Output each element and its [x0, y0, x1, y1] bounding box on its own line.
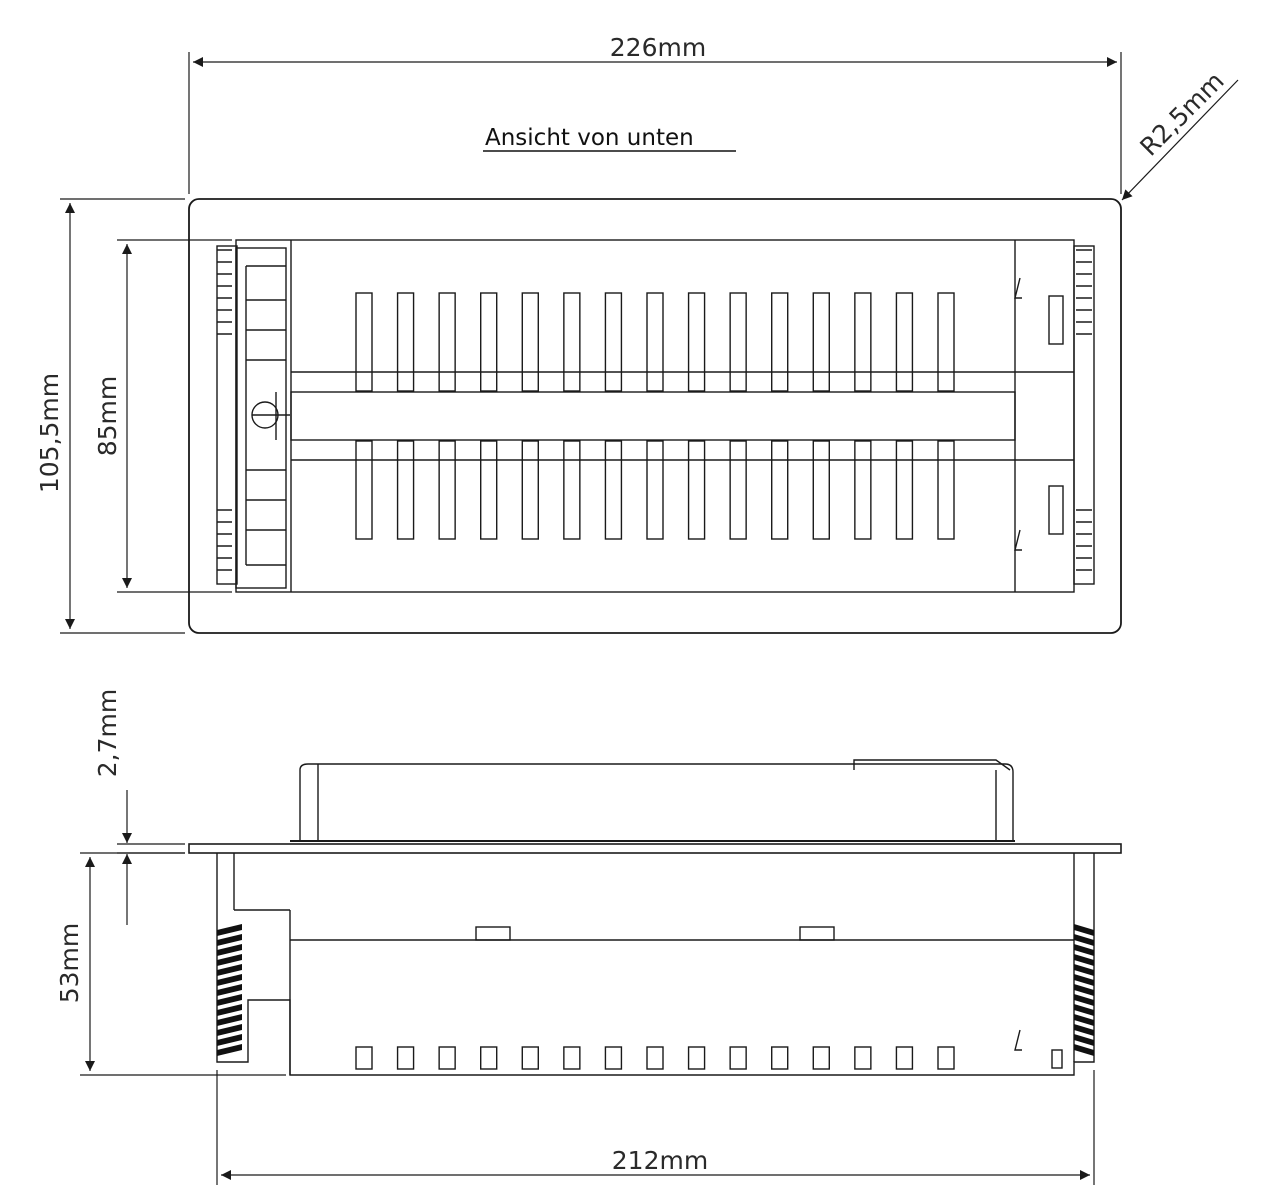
grille-slot-upper: [854, 292, 872, 392]
side-clip-hatching: [217, 924, 1094, 1056]
side-slot: [854, 1046, 872, 1070]
side-slots: [355, 1046, 955, 1070]
dim-53-label: 53mm: [55, 923, 84, 1004]
grille-slot-upper: [604, 292, 623, 392]
grille-slot-lower: [604, 440, 623, 540]
grille-slot-upper: [438, 292, 456, 392]
side-slot: [687, 1046, 706, 1070]
grille-slot-lower: [854, 440, 872, 540]
side-slot: [812, 1046, 830, 1070]
side-slot: [771, 1046, 789, 1070]
hatch-stripe: [217, 974, 242, 986]
grille-slot-lower: [563, 440, 581, 540]
dim-226-label: 226mm: [610, 33, 706, 62]
side-slot: [937, 1046, 955, 1070]
hatch-stripe: [217, 944, 242, 956]
hatch-stripe: [217, 964, 242, 976]
grille-slot-upper: [729, 292, 747, 392]
flange-outline: [188, 198, 1122, 634]
right-clip: [1073, 245, 1095, 585]
left-clip: [216, 245, 238, 585]
side-slot: [355, 1046, 373, 1070]
grille-slot-upper: [812, 292, 830, 392]
grille-slot-lower: [937, 440, 955, 540]
side-slot: [521, 1046, 539, 1070]
grille-slots: [355, 292, 955, 540]
grille-slot-lower: [812, 440, 830, 540]
grille-slot-upper: [646, 292, 664, 392]
grille-slot-upper: [396, 292, 415, 392]
grille-slot-lower: [355, 440, 373, 540]
hatch-stripe: [217, 1004, 242, 1016]
grille-slot-upper: [521, 292, 539, 392]
grille-slot-lower: [646, 440, 664, 540]
top-view-dimensions: [60, 52, 1239, 634]
grille-slot-upper: [895, 292, 914, 392]
dim-2-7-label: 2,7mm: [93, 689, 122, 777]
dim-105-label: 105,5mm: [35, 373, 64, 493]
grille-slot-lower: [895, 440, 914, 540]
grille-slot-upper: [687, 292, 706, 392]
hatch-stripe: [217, 934, 242, 946]
side-slot: [563, 1046, 581, 1070]
bottom-view: [188, 198, 1122, 634]
hatch-stripe: [217, 1044, 242, 1056]
hatch-stripe: [1074, 964, 1094, 976]
hatch-stripe: [217, 1014, 242, 1026]
grille-slot-upper: [480, 292, 498, 392]
hatch-stripe: [1074, 1044, 1094, 1056]
hatch-stripe: [1074, 934, 1094, 946]
grille-slot-lower: [396, 440, 415, 540]
hatch-stripe: [1074, 974, 1094, 986]
grille-slot-lower: [729, 440, 747, 540]
hatch-stripe: [1074, 1024, 1094, 1036]
hatch-stripe: [1074, 994, 1094, 1006]
hatch-stripe: [217, 924, 242, 936]
grille-slot-upper: [937, 292, 955, 392]
dim-212-label: 212mm: [612, 1146, 708, 1175]
side-slot: [646, 1046, 664, 1070]
grille-slot-upper: [355, 292, 373, 392]
side-body: [216, 853, 1095, 1076]
side-slot: [396, 1046, 415, 1070]
dim-85-label: 85mm: [93, 376, 122, 457]
dim-radius-label: R2,5mm: [1134, 66, 1229, 161]
side-view: [188, 759, 1122, 1076]
radius-leader: [1121, 79, 1239, 201]
grille-slot-lower: [438, 440, 456, 540]
hatch-stripe: [217, 984, 242, 996]
side-slot: [480, 1046, 498, 1070]
hatch-stripe: [1074, 1034, 1094, 1046]
hatch-stripe: [217, 1024, 242, 1036]
side-flange: [188, 843, 1122, 854]
side-slot: [438, 1046, 456, 1070]
side-slot: [729, 1046, 747, 1070]
hatch-stripe: [1074, 944, 1094, 956]
top-cover: [299, 763, 1014, 840]
side-slot: [895, 1046, 914, 1070]
grille-slot-upper: [563, 292, 581, 392]
grille-slot-lower: [480, 440, 498, 540]
hatch-stripe: [217, 994, 242, 1006]
hatch-stripe: [217, 1034, 242, 1046]
hatch-stripe: [1074, 984, 1094, 996]
hatch-stripe: [1074, 1004, 1094, 1016]
hatch-stripe: [217, 954, 242, 966]
hatch-stripe: [1074, 954, 1094, 966]
side-view-dimensions: [80, 790, 1095, 1185]
grille-slot-lower: [687, 440, 706, 540]
grille-slot-lower: [521, 440, 539, 540]
view-title: Ansicht von unten: [485, 125, 694, 151]
side-slot: [604, 1046, 623, 1070]
center-bar: [290, 391, 1016, 441]
hatch-stripe: [1074, 1014, 1094, 1026]
grille-slot-upper: [771, 292, 789, 392]
hatch-stripe: [1074, 924, 1094, 936]
grille-slot-lower: [771, 440, 789, 540]
